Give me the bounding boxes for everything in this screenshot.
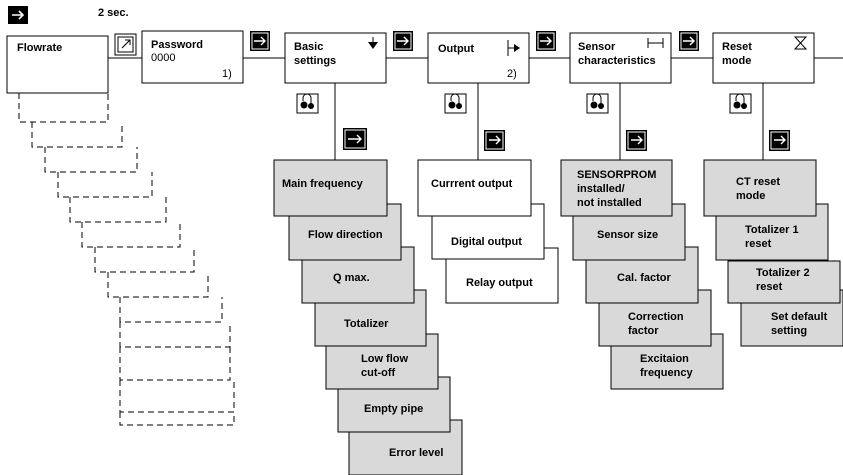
list-item — [417, 159, 532, 217]
flowrate-box — [6, 35, 109, 94]
enter-key-icon — [343, 128, 367, 150]
sensor-characteristics-box — [569, 32, 672, 84]
hold-duration-label: 2 sec. — [98, 7, 129, 19]
list-item-label: Relay output — [466, 277, 533, 289]
list-item-label: Totalizer — [344, 318, 389, 330]
footnote-2: 2) — [507, 68, 517, 80]
list-item-label: setting — [771, 325, 807, 337]
enter-key-icon — [679, 31, 699, 51]
list-item-label: Totalizer 1 — [745, 224, 799, 236]
password-label: Password — [151, 39, 203, 51]
list-item-label: Error level — [389, 447, 443, 459]
basic-settings-label-1: Basic — [294, 41, 323, 53]
output-box — [427, 32, 530, 84]
list-item-label: Low flow — [361, 353, 408, 365]
list-item-label: SENSORPROM — [577, 169, 656, 181]
hourglass-icon — [793, 36, 808, 50]
list-item-label: reset — [756, 281, 783, 293]
list-item-label: Totalizer 2 — [756, 267, 810, 279]
list-item-label: mode — [736, 190, 765, 202]
list-item-label: Currrent output — [431, 178, 513, 190]
list-item-label: Main frequency — [282, 178, 364, 190]
reset-label-2: mode — [722, 55, 751, 67]
enter-key-icon — [250, 31, 270, 51]
footnote-1: 1) — [222, 68, 232, 80]
list-item-label: reset — [745, 238, 772, 250]
enter-key-icon — [769, 130, 790, 151]
output-arrow-icon — [507, 40, 520, 56]
reset-label-1: Reset — [722, 41, 752, 53]
sensor-label-1: Sensor — [578, 41, 616, 53]
list-item-label: Empty pipe — [364, 403, 423, 415]
output-submenu: Relay output Digital output Currrent out… — [417, 159, 559, 304]
output-label: Output — [438, 43, 474, 55]
scroll-key-icon — [114, 33, 137, 56]
list-item-label: cut-off — [361, 367, 396, 379]
list-item-label: Correction — [628, 311, 684, 323]
list-item-label: frequency — [640, 367, 693, 379]
enter-key-icon — [8, 6, 28, 24]
password-value: 0000 — [151, 52, 175, 64]
select-key-icon — [296, 93, 319, 114]
reset-mode-box — [712, 32, 815, 84]
list-item — [703, 159, 817, 217]
list-item-label: installed/ — [577, 183, 625, 195]
list-item-label: Flow direction — [308, 229, 383, 241]
basic-settings-submenu: Error level Empty pipe Low flow cut-off … — [273, 159, 463, 475]
password-box — [141, 30, 244, 84]
select-key-icon — [586, 93, 609, 114]
select-key-icon — [444, 93, 467, 114]
arrow-down-icon — [368, 37, 378, 49]
flowrate-label: Flowrate — [17, 42, 62, 54]
list-item-label: Set default — [771, 311, 828, 323]
list-item-label: Digital output — [451, 236, 522, 248]
select-key-icon — [729, 93, 752, 114]
sensor-label-2: characteristics — [578, 55, 656, 67]
enter-key-icon — [393, 31, 413, 51]
basic-settings-label-2: settings — [294, 55, 336, 67]
enter-key-icon — [626, 130, 647, 151]
list-item-label: not installed — [577, 197, 642, 209]
dashed-cascade — [18, 93, 235, 426]
enter-key-icon — [536, 31, 556, 51]
list-item-label: Q max. — [333, 272, 370, 284]
list-item-label: CT reset — [736, 176, 780, 188]
sensor-bar-icon — [647, 38, 664, 48]
list-item-label: Excitaion — [640, 353, 689, 365]
list-item-label: Cal. factor — [617, 272, 672, 284]
list-item — [727, 260, 841, 304]
list-item — [560, 159, 673, 217]
list-item-label: Sensor size — [597, 229, 658, 241]
reset-submenu: Set default setting Totalizer 2 reset To… — [703, 159, 843, 347]
list-item-label: factor — [628, 325, 659, 337]
enter-key-icon — [484, 130, 505, 151]
list-item — [273, 159, 388, 217]
sensor-submenu: Excitaion frequency Correction factor Ca… — [560, 159, 724, 390]
